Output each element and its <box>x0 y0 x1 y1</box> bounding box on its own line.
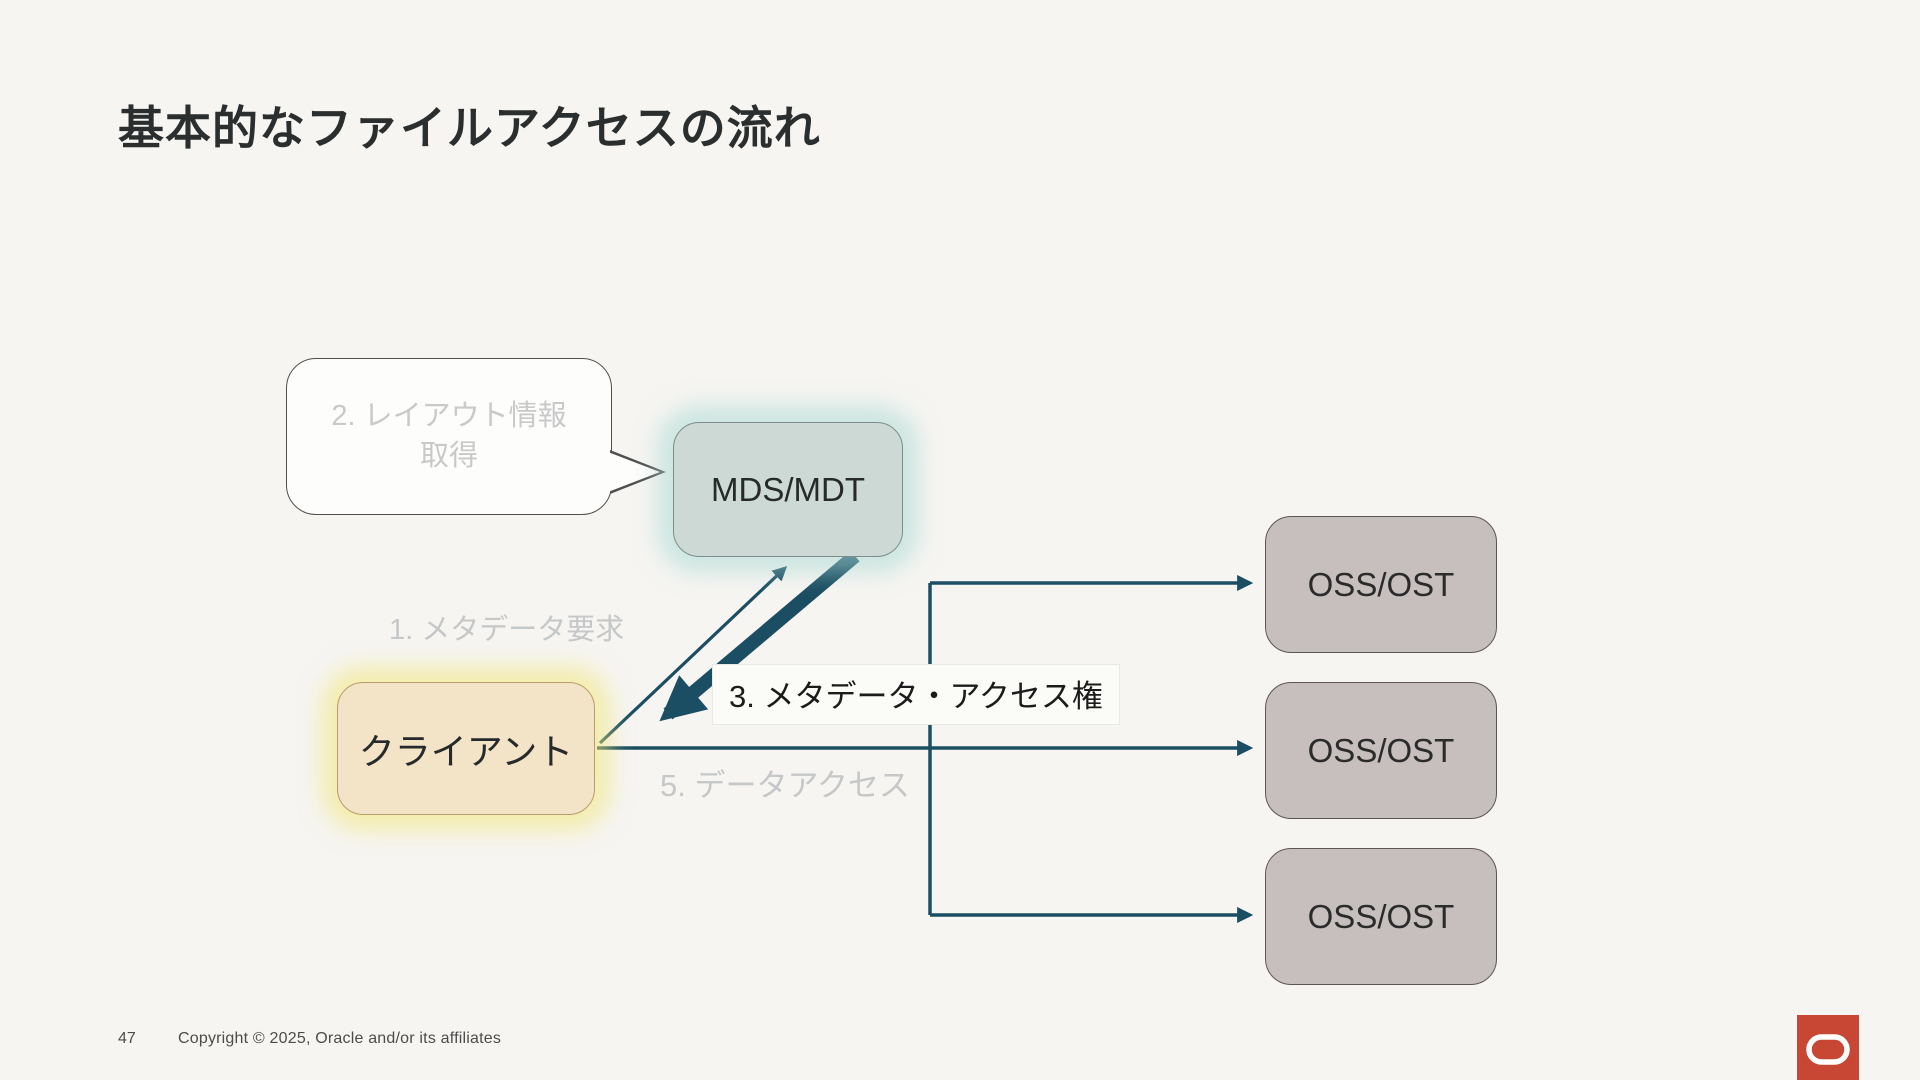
callout-line2: 取得 <box>419 439 478 472</box>
page-number: 47 <box>118 1030 136 1047</box>
oracle-logo-icon <box>1797 1015 1859 1080</box>
node-client: クライアント <box>337 682 595 815</box>
node-oss-ost-3-label: OSS/OST <box>1307 897 1455 935</box>
node-oss-ost-1: OSS/OST <box>1265 516 1497 653</box>
node-oss-ost-3: OSS/OST <box>1265 848 1497 985</box>
callout-line1: 2. レイアウト情報 <box>331 400 567 433</box>
node-oss-ost-2-label: OSS/OST <box>1307 731 1455 769</box>
arrow-client-to-mds <box>598 565 788 745</box>
node-oss-ost-1-label: OSS/OST <box>1307 565 1455 603</box>
node-mds-mdt-label: MDS/MDT <box>711 470 865 508</box>
callout-layout-info: 2. レイアウト情報 取得 <box>286 358 612 515</box>
node-mds-mdt: MDS/MDT <box>673 422 903 557</box>
callout-tail-fill <box>608 452 660 492</box>
arrow-mds-to-client <box>659 550 860 722</box>
page-title: 基本的なファイルアクセスの流れ <box>118 102 821 154</box>
node-client-label: クライアント <box>358 730 574 772</box>
node-oss-ost-2: OSS/OST <box>1265 682 1497 819</box>
step1-metadata-request-label: 1. メタデータ要求 <box>389 614 625 646</box>
step5-data-access-label: 5. データアクセス <box>660 768 910 803</box>
copyright-text: Copyright © 2025, Oracle and/or its affi… <box>178 1030 502 1047</box>
step3-metadata-access-label: 3. メタデータ・アクセス権 <box>712 664 1120 725</box>
